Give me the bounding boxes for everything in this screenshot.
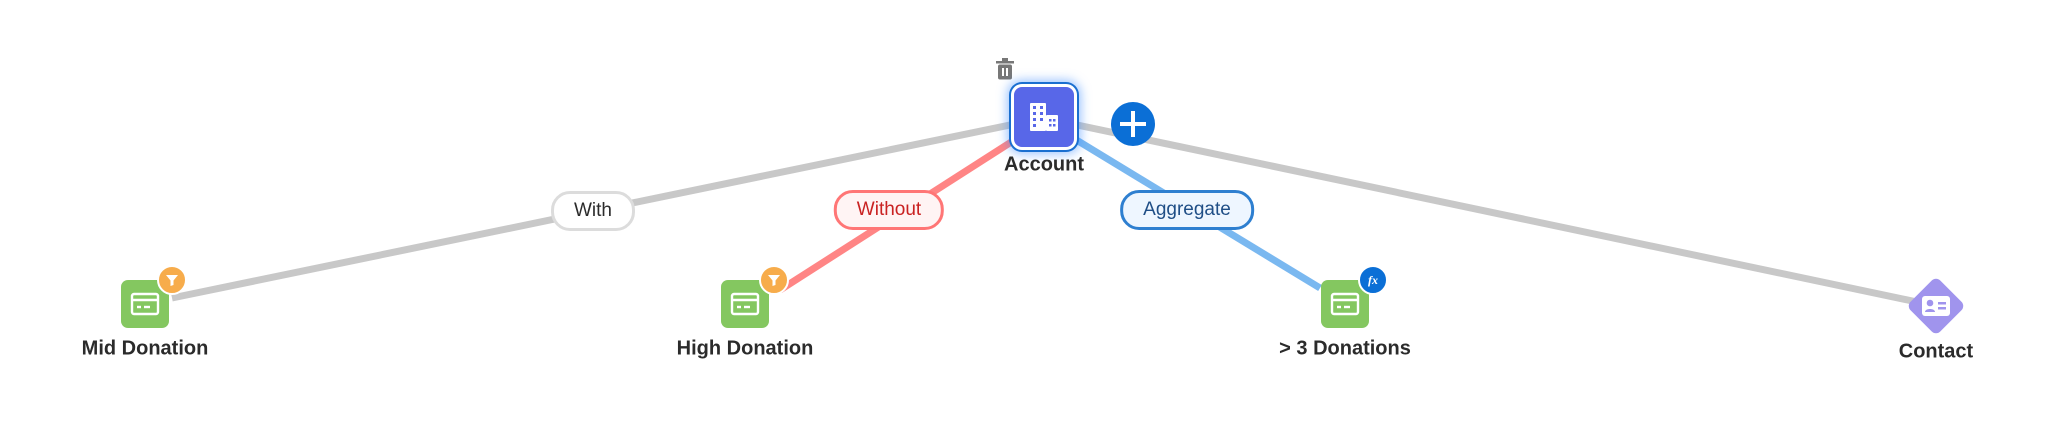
contact-node[interactable]: [1906, 276, 1966, 336]
contact-label: Contact: [1898, 340, 1974, 363]
filter-icon: [157, 265, 187, 295]
account-node[interactable]: [1011, 84, 1077, 150]
edge-label-with[interactable]: With: [551, 191, 635, 231]
add-node-button[interactable]: [1111, 102, 1155, 146]
account-label: Account: [1004, 153, 1084, 176]
card-icon: [1330, 292, 1360, 316]
building-icon: [1030, 103, 1058, 131]
contact-card-icon: [1922, 296, 1950, 316]
edge-label-aggregate[interactable]: Aggregate: [1120, 190, 1254, 230]
card-icon: [730, 292, 760, 316]
plus-icon: [1120, 111, 1146, 137]
edge-account-contact[interactable]: [1043, 114, 1937, 310]
formula-icon: fx: [1358, 265, 1388, 295]
trash-icon[interactable]: [994, 57, 1016, 81]
edge-label-without[interactable]: Without: [833, 190, 945, 230]
high-donation-label: High Donation: [676, 337, 814, 360]
gt3-donations-label: > 3 Donations: [1279, 337, 1411, 360]
mid-donation-label: Mid Donation: [81, 337, 209, 360]
card-icon: [130, 292, 160, 316]
filter-icon: [759, 265, 789, 295]
